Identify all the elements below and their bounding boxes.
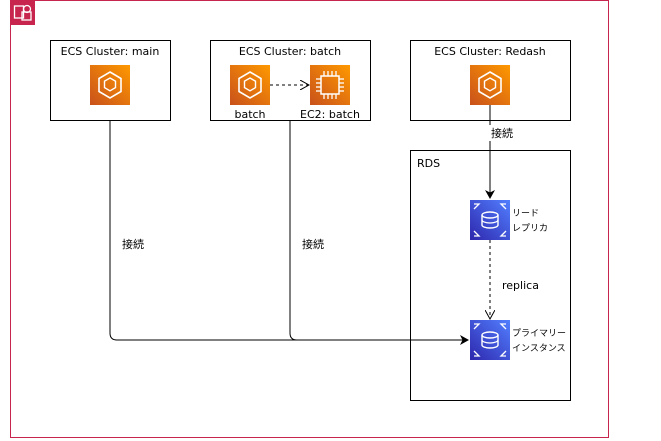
replica-label-line2: レプリカ	[512, 223, 548, 234]
ecs-cluster-batch: ECS Cluster: batch batch EC2: batch	[210, 40, 371, 121]
aws-group	[10, 0, 609, 438]
cluster-batch-title: ECS Cluster: batch	[239, 45, 341, 58]
ecs-batch-label: batch	[234, 108, 265, 121]
primary-label-line2: インスタンス	[512, 343, 566, 354]
ec2-batch-label: EC2: batch	[300, 108, 360, 121]
ecs-icon	[90, 65, 130, 105]
primary-label-line1: プライマリー	[512, 328, 566, 339]
cluster-main-title: ECS Cluster: main	[61, 45, 160, 58]
cluster-redash-title: ECS Cluster: Redash	[434, 45, 546, 58]
redash-edge-label: 接続	[491, 126, 513, 140]
replica-label-line1: リード	[512, 209, 539, 219]
rds-database-icon	[470, 200, 510, 240]
replica-edge-label: replica	[502, 279, 539, 292]
aws-group-icon	[10, 0, 35, 25]
ec2-instance-icon	[310, 65, 350, 105]
main-edge-label: 接続	[122, 237, 144, 251]
ecs-icon	[230, 65, 270, 105]
rds-database-icon	[470, 320, 510, 360]
rds-title: RDS	[417, 157, 440, 170]
batch-edge-label: 接続	[302, 237, 324, 251]
ecs-icon	[470, 65, 510, 105]
main-to-primary-edge	[109, 120, 469, 345]
redash-edge-label-bg	[488, 125, 520, 141]
ecs-cluster-main: ECS Cluster: main	[50, 40, 171, 121]
batch-to-primary-edge	[289, 120, 468, 341]
